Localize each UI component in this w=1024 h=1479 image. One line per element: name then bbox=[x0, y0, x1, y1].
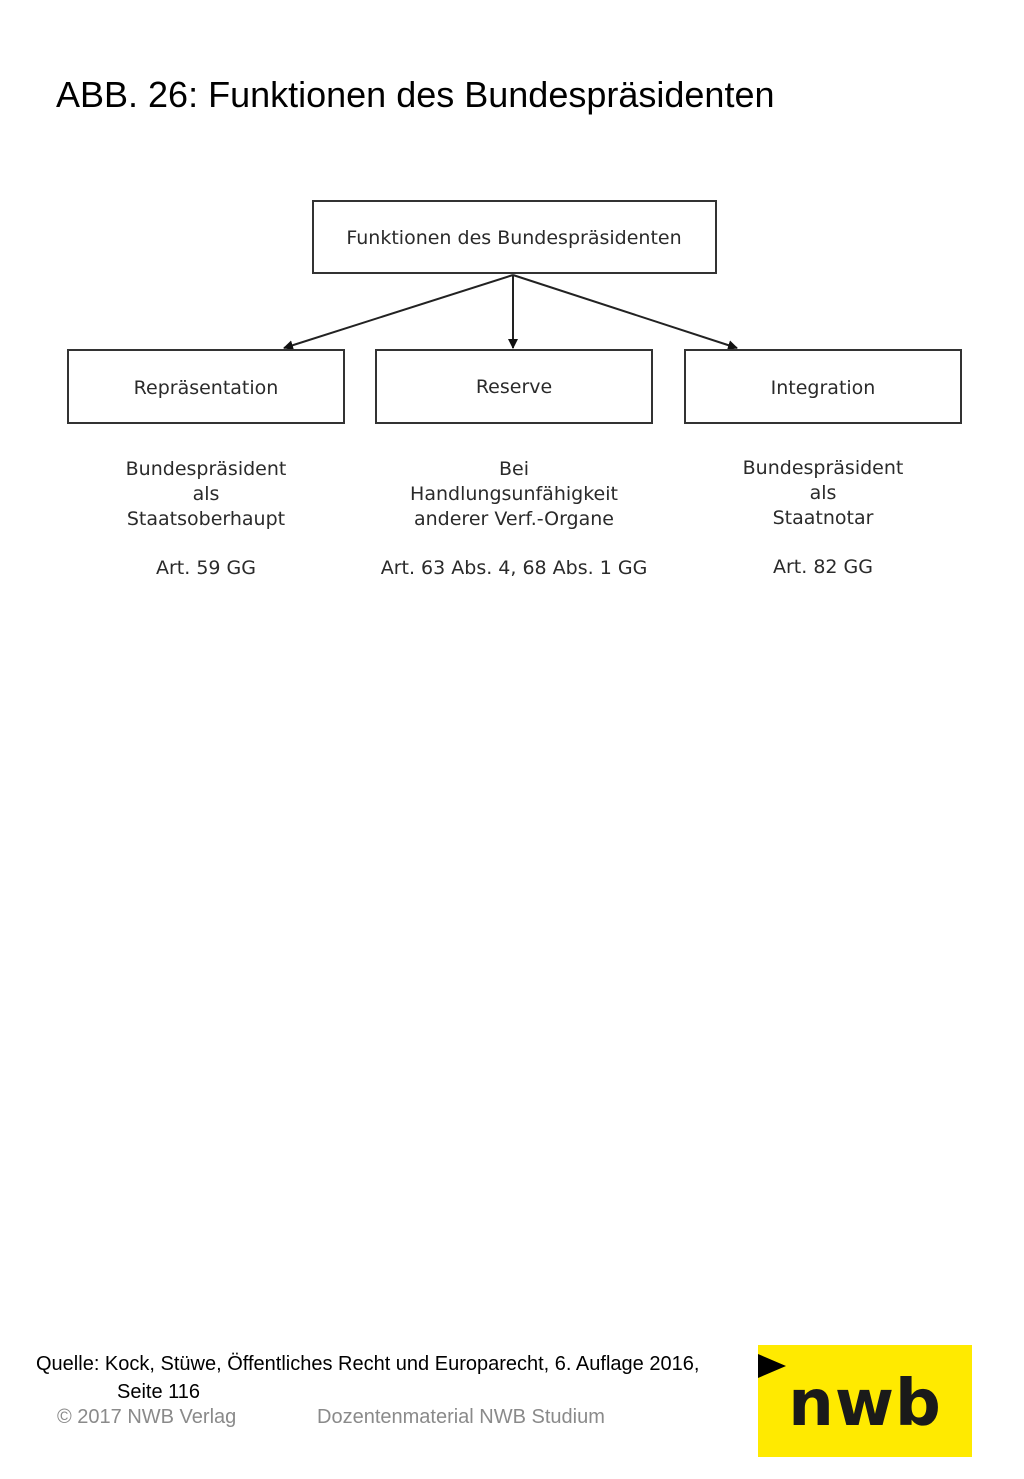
desc-reserve-line2: Handlungsunfähigkeit bbox=[410, 483, 618, 505]
ref-integration: Art. 82 GG bbox=[773, 556, 873, 578]
nwb-logo: nwb bbox=[758, 1345, 972, 1457]
child-box-reserve bbox=[375, 349, 653, 424]
root-box bbox=[312, 200, 717, 274]
desc-reserve-line3: anderer Verf.-Organe bbox=[414, 508, 614, 530]
connector-left bbox=[283, 274, 514, 351]
desc-reprasentation-line1: Bundespräsident bbox=[126, 458, 287, 480]
desc-reprasentation-line2: als bbox=[193, 483, 220, 505]
desc-integration-line1: Bundespräsident bbox=[743, 457, 904, 479]
ref-reprasentation: Art. 59 GG bbox=[156, 557, 256, 579]
child-box-integration bbox=[684, 349, 962, 424]
connector-right bbox=[512, 274, 738, 350]
org-diagram: Funktionen des Bundespräsidenten Repräse… bbox=[67, 200, 962, 579]
desc-reserve-line1: Bei bbox=[499, 458, 529, 480]
desc-integration-line2: als bbox=[810, 482, 837, 504]
footer-material: Dozentenmaterial NWB Studium bbox=[317, 1406, 605, 1428]
footer-copyright: © 2017 NWB Verlag bbox=[57, 1406, 237, 1428]
child-label-reserve: Reserve bbox=[476, 376, 552, 398]
play-arrow-icon[interactable] bbox=[758, 1354, 786, 1378]
child-box-reprasentation bbox=[67, 349, 345, 424]
root-box-label: Funktionen des Bundespräsidenten bbox=[346, 227, 681, 249]
desc-reprasentation-line3: Staatsoberhaupt bbox=[127, 508, 285, 530]
nwb-logo-text: nwb bbox=[788, 1367, 942, 1441]
source-line1: Quelle: Kock, Stüwe, Öffentliches Recht … bbox=[36, 1353, 700, 1375]
ref-reserve: Art. 63 Abs. 4, 68 Abs. 1 GG bbox=[381, 557, 648, 579]
page-title: ABB. 26: Funktionen des Bundespräsidente… bbox=[56, 74, 775, 115]
child-label-reprasentation: Repräsentation bbox=[134, 377, 279, 399]
child-label-integration: Integration bbox=[771, 377, 876, 399]
desc-integration-line3: Staatnotar bbox=[773, 507, 874, 529]
source-line2: Seite 116 bbox=[117, 1381, 201, 1403]
source-citation: Quelle: Kock, Stüwe, Öffentliches Recht … bbox=[36, 1350, 699, 1406]
